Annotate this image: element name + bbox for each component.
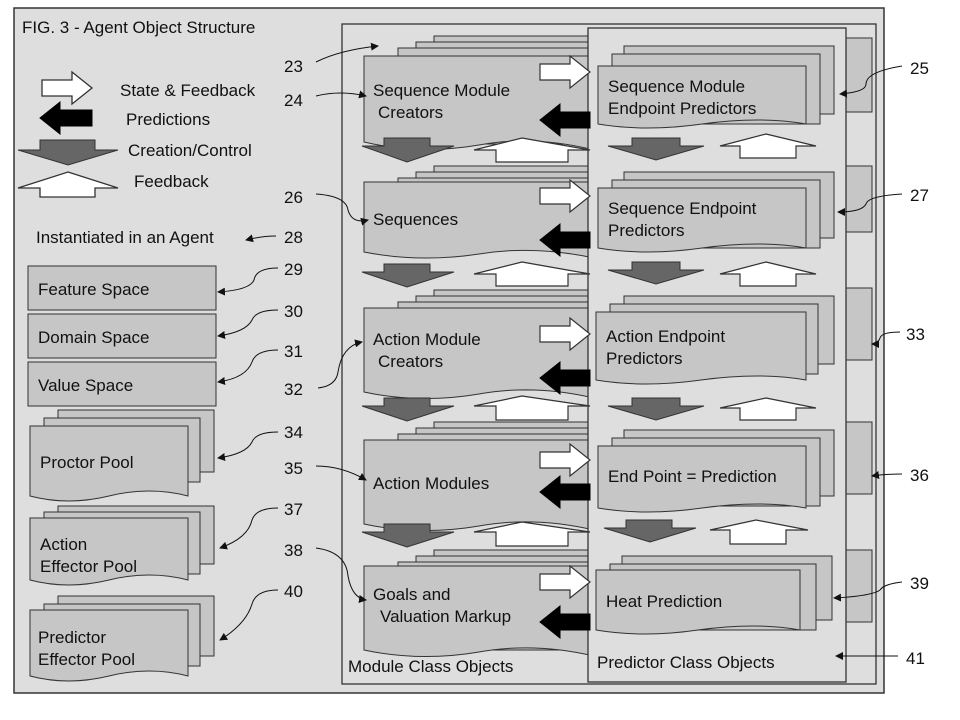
predictor-stack-4: End Point = Prediction — [598, 430, 834, 512]
proctor-pool-label: Proctor Pool — [40, 453, 134, 472]
ref-37: 37 — [284, 500, 303, 519]
value-space-label: Value Space — [38, 376, 133, 395]
legend-creation-control: Creation/Control — [128, 141, 252, 160]
proctor-pool: Proctor Pool — [30, 410, 214, 501]
module-stack-5: Goals and Valuation Markup — [364, 550, 594, 657]
module-class-label: Module Class Objects — [348, 657, 513, 676]
ref-27: 27 — [910, 186, 929, 205]
predictor-stack-5: Heat Prediction — [596, 556, 832, 634]
legend-feedback: Feedback — [134, 172, 209, 191]
ref-32: 32 — [284, 380, 303, 399]
end-point-label: End Point = Prediction — [608, 467, 777, 486]
seq-module-creators-1: Sequence Module — [373, 81, 510, 100]
goals-label-2: Valuation Markup — [380, 607, 511, 626]
ref-40: 40 — [284, 582, 303, 601]
ref-29: 29 — [284, 260, 303, 279]
seq-module-endpoint-1: Sequence Module — [608, 77, 745, 96]
ref-34: 34 — [284, 423, 303, 442]
seq-module-creators-2: Creators — [378, 103, 443, 122]
predictor-class-label: Predictor Class Objects — [597, 653, 775, 672]
seq-endpoint-2: Predictors — [608, 221, 685, 240]
predictor-stack-1: Sequence Module Endpoint Predictors — [598, 46, 834, 128]
action-effector-pool-label-2: Effector Pool — [40, 557, 137, 576]
seq-module-endpoint-2: Endpoint Predictors — [608, 99, 756, 118]
domain-space-label: Domain Space — [38, 328, 150, 347]
action-module-creators-2: Creators — [378, 352, 443, 371]
ref-23: 23 — [284, 57, 303, 76]
ref-36: 36 — [910, 466, 929, 485]
action-modules-label: Action Modules — [373, 474, 489, 493]
ref-33: 33 — [906, 325, 925, 344]
ref-35: 35 — [284, 459, 303, 478]
predictor-effector-pool-label-2: Effector Pool — [38, 650, 135, 669]
predictor-stack-2: Sequence Endpoint Predictors — [598, 172, 834, 252]
ref-39: 39 — [910, 574, 929, 593]
action-effector-pool: Action Effector Pool — [30, 506, 214, 585]
action-endpoint-2: Predictors — [606, 349, 683, 368]
goals-label-1: Goals and — [373, 585, 451, 604]
ref-31: 31 — [284, 342, 303, 361]
action-effector-pool-label-1: Action — [40, 535, 87, 554]
figure-title: FIG. 3 - Agent Object Structure — [22, 18, 255, 37]
feature-space-label: Feature Space — [38, 280, 150, 299]
legend-instantiated: Instantiated in an Agent — [36, 228, 214, 247]
sequences-label: Sequences — [373, 210, 458, 229]
legend-predictions: Predictions — [126, 110, 210, 129]
spaces: Feature Space Domain Space Value Space — [28, 266, 216, 406]
action-endpoint-1: Action Endpoint — [606, 327, 725, 346]
predictor-stack-3: Action Endpoint Predictors — [596, 296, 834, 384]
ref-28: 28 — [284, 228, 303, 247]
ref-41: 41 — [906, 649, 925, 668]
predictor-effector-pool: Predictor Effector Pool — [30, 596, 214, 681]
heat-prediction-label: Heat Prediction — [606, 592, 722, 611]
predictor-effector-pool-label-1: Predictor — [38, 628, 106, 647]
ref-25: 25 — [910, 59, 929, 78]
ref-30: 30 — [284, 302, 303, 321]
seq-endpoint-1: Sequence Endpoint — [608, 199, 757, 218]
legend-state-feedback: State & Feedback — [120, 81, 256, 100]
action-module-creators-1: Action Module — [373, 330, 481, 349]
ref-38: 38 — [284, 541, 303, 560]
ref-24: 24 — [284, 91, 303, 110]
ref-26: 26 — [284, 188, 303, 207]
